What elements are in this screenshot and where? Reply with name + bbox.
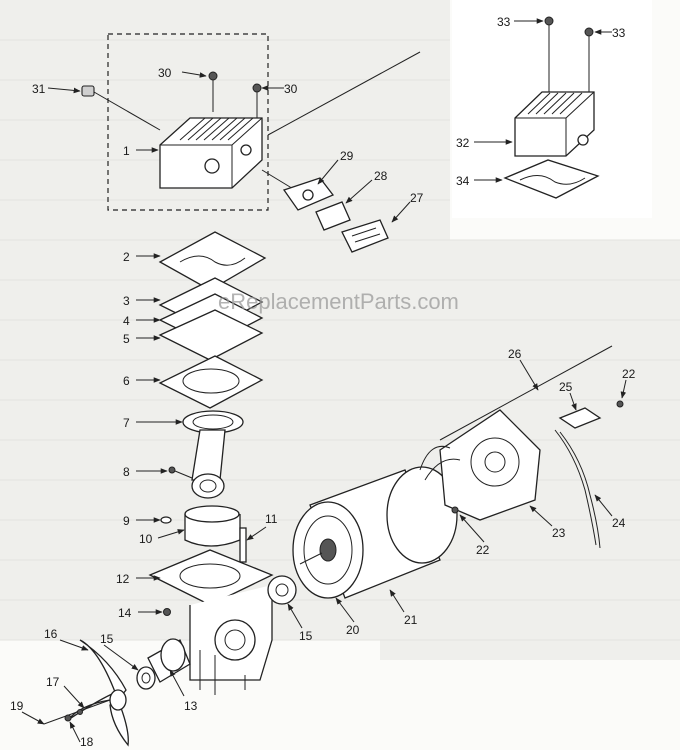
- callout-26: 26: [508, 347, 522, 361]
- callout-33-left: 33: [497, 15, 511, 29]
- callout-15-right: 15: [299, 629, 313, 643]
- callout-30-left: 30: [158, 66, 172, 80]
- callout-28: 28: [374, 169, 388, 183]
- callout-13: 13: [184, 699, 198, 713]
- callout-24: 24: [612, 516, 626, 530]
- filter-assembly-part: [261, 169, 389, 253]
- callout-31: 31: [32, 82, 46, 96]
- end-bell-part: [419, 345, 624, 549]
- callout-15-left: 15: [100, 632, 114, 646]
- callout-1: 1: [123, 144, 130, 158]
- callout-arrows: [21, 18, 627, 743]
- callout-2: 2: [123, 250, 130, 264]
- inset-head-part: [503, 16, 600, 199]
- callout-8: 8: [123, 465, 130, 479]
- callout-29: 29: [340, 149, 354, 163]
- callout-21: 21: [404, 613, 418, 627]
- crankcase-part: [148, 527, 274, 695]
- fitting-part: [81, 85, 161, 131]
- callout-25: 25: [559, 380, 573, 394]
- callout-22-upper: 22: [622, 367, 636, 381]
- callout-labels: 1 2 3 4 5 6 7 8 9 10 11 12 13 14 15 15 1…: [10, 15, 636, 749]
- callout-33-right: 33: [612, 26, 626, 40]
- callout-30-right: 30: [284, 82, 298, 96]
- piston-connecting-rod-part: [160, 410, 244, 547]
- callout-9: 9: [123, 514, 130, 528]
- callout-23: 23: [552, 526, 566, 540]
- callout-4: 4: [123, 314, 130, 328]
- callout-16: 16: [44, 627, 58, 641]
- callout-10: 10: [139, 532, 153, 546]
- callout-18: 18: [80, 735, 94, 749]
- callout-19: 19: [10, 699, 24, 713]
- callout-22-lower: 22: [476, 543, 490, 557]
- callout-12: 12: [116, 572, 130, 586]
- callout-3: 3: [123, 294, 130, 308]
- crankshaft-part: [136, 575, 297, 690]
- fan-part: [43, 639, 129, 747]
- motor-part: [292, 466, 458, 599]
- callout-32: 32: [456, 136, 470, 150]
- head-assembly-dashed-box: [107, 33, 269, 211]
- callout-27: 27: [410, 191, 424, 205]
- callout-11: 11: [265, 512, 278, 526]
- callout-5: 5: [123, 332, 130, 346]
- callout-34: 34: [456, 174, 470, 188]
- callout-6: 6: [123, 374, 130, 388]
- callout-17: 17: [46, 675, 60, 689]
- inset-leader-line: [267, 51, 421, 136]
- head-screw-pair: [208, 71, 262, 118]
- callout-14: 14: [118, 606, 132, 620]
- watermark-text: eReplacementParts.com: [218, 289, 459, 314]
- cylinder-head-part: [159, 117, 263, 189]
- callout-20: 20: [346, 623, 360, 637]
- callout-7: 7: [123, 416, 130, 430]
- gasket-stack-part: [158, 231, 267, 409]
